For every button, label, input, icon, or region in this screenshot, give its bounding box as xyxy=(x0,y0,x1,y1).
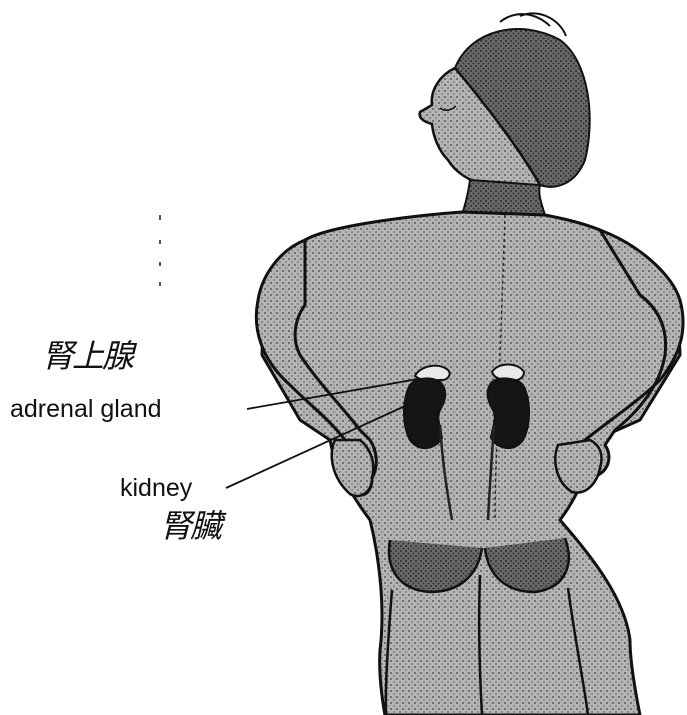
adrenal-gland-chinese-label: 腎上腺 xyxy=(42,340,132,372)
kidney-label: kidney xyxy=(120,476,192,501)
torso xyxy=(262,212,680,715)
neck xyxy=(462,180,545,215)
adrenal-gland-label: adrenal gland xyxy=(10,397,162,422)
kidney-chinese-label: 腎臟 xyxy=(160,510,220,542)
